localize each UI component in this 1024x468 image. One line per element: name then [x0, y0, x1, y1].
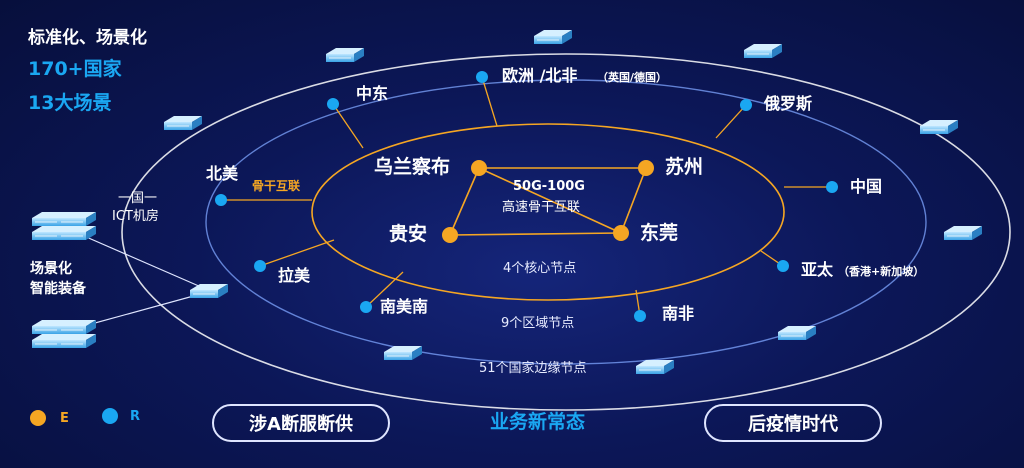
legend-e-dot — [30, 410, 46, 426]
core-link — [620, 167, 647, 234]
switch-icon — [533, 29, 573, 45]
core-node — [471, 160, 487, 176]
equipment-label-line2: 智能装备 — [30, 281, 86, 297]
ict-label-line1: 一国一 — [118, 191, 158, 206]
core-link — [449, 232, 622, 236]
region-node — [360, 301, 372, 313]
tag-post-pandemic: 后疫情时代 — [704, 404, 882, 442]
switch-icon — [777, 325, 817, 341]
switch-icon — [189, 283, 229, 299]
legend-r-label: R — [130, 409, 141, 424]
region-node — [215, 194, 227, 206]
region-label: 北美 — [206, 164, 239, 183]
regional-ring — [205, 79, 927, 365]
legend-r-dot — [102, 408, 118, 424]
region-node — [327, 98, 339, 110]
switch-icon — [919, 119, 959, 135]
switch-icon — [635, 359, 675, 375]
core-link — [478, 167, 622, 234]
stats-title: 标准化、场景化 — [28, 28, 147, 48]
region-node — [634, 310, 646, 322]
region-label: 中东 — [356, 84, 389, 103]
regional-ring-label: 9个区域节点 — [501, 316, 575, 331]
region-spokes — [221, 76, 832, 317]
switch-icon — [383, 345, 423, 361]
switch-icon — [163, 115, 203, 131]
region-label: 亚太 — [801, 260, 834, 279]
stats-countries: 170+国家 — [28, 58, 122, 80]
region-node — [777, 260, 789, 272]
region-sublabel: （英国/德国） — [597, 71, 668, 84]
core-node — [638, 160, 654, 176]
core-ring — [311, 123, 785, 301]
ict-label-line2: ICT机房 — [112, 209, 159, 224]
core-ring-label: 4个核心节点 — [503, 261, 577, 276]
region-sublabel: （香港+新加坡） — [838, 265, 925, 278]
region-node — [826, 181, 838, 193]
core-node-label: 乌兰察布 — [374, 156, 451, 178]
region-node — [254, 260, 266, 272]
tag-new-normal: 业务新常态 — [490, 411, 586, 433]
core-link — [449, 167, 480, 236]
backbone-label: 高速骨干互联 — [502, 200, 581, 215]
equipment-link — [83, 291, 209, 327]
region-label: 中国 — [850, 177, 883, 196]
backbone-link-label: 骨干互联 — [252, 179, 301, 193]
edge-ring — [121, 53, 1011, 411]
core-node-label: 贵安 — [389, 223, 428, 245]
region-node — [476, 71, 488, 83]
equipment-link — [83, 235, 209, 291]
switch-icon — [943, 225, 983, 241]
switch-icon — [743, 43, 783, 59]
edge-ring-label: 51个国家边缘节点 — [479, 361, 587, 376]
core-nodes — [442, 160, 654, 243]
region-label: 欧洲 /北非 — [502, 66, 578, 85]
switch-icon — [325, 47, 365, 63]
core-node-label: 东莞 — [640, 222, 679, 244]
legend-e-label: E — [60, 411, 69, 426]
bandwidth-label: 50G-100G — [513, 179, 585, 194]
region-label: 俄罗斯 — [764, 94, 813, 113]
region-label: 南非 — [662, 304, 695, 323]
equipment-label-line1: 场景化 — [30, 261, 72, 277]
core-node — [613, 225, 629, 241]
core-node-label: 苏州 — [665, 156, 704, 178]
tag-service-disruption: 涉A断服断供 — [212, 404, 390, 442]
stats-scenarios: 13大场景 — [28, 92, 112, 114]
region-nodes — [215, 71, 838, 322]
core-node — [442, 227, 458, 243]
region-label: 拉美 — [278, 266, 311, 285]
region-node — [740, 99, 752, 111]
region-label: 南美南 — [380, 297, 429, 316]
